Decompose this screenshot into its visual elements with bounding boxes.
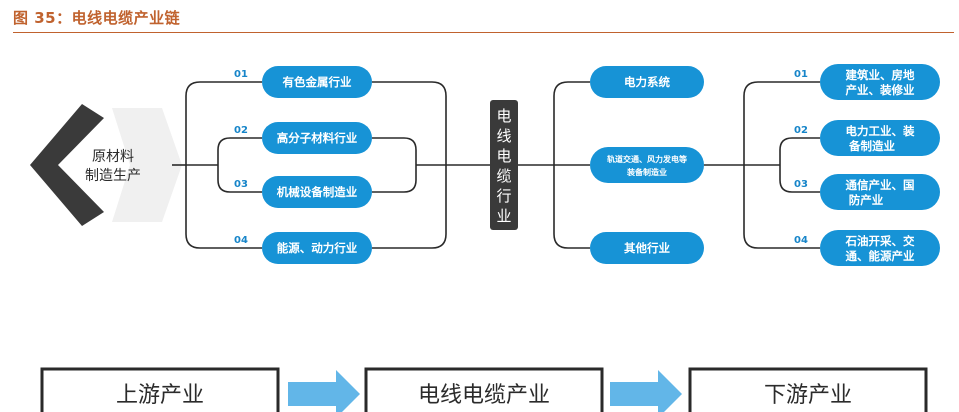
upstream-item-3: 03 机械设备制造业 [234,176,372,208]
stage-downstream-box [688,367,928,412]
arrow-right-icon [288,370,360,412]
downstream-label-2-line2: 备制造业 [848,139,895,153]
chevron-shape [30,104,104,226]
midstream-pill-3 [590,232,704,264]
source-label-line1: 原材料 [92,149,134,165]
downstream-pill-3 [820,174,940,210]
downstream-num-2: 02 [794,125,808,136]
downstream-item-2: 02 电力工业、装 备制造业 [794,120,940,156]
core-char-3: 电 [496,147,511,165]
chevron-backdrop [112,108,182,222]
upstream-pill-1 [262,66,372,98]
midstream-item-2: 轨道交通、风力发电等 装备制造业 [590,147,704,183]
downstream-label-1-line2: 产业、装修业 [846,83,915,97]
connector-upstream-4 [185,165,262,249]
connector-upstream-1 [185,81,262,165]
connector-upstream-merge-inner [372,137,417,193]
connector-upstream-2 [217,137,262,165]
upstream-num-3: 03 [234,179,248,190]
midstream-connectors [518,81,744,249]
downstream-item-3: 03 通信产业、国 防产业 [794,174,940,210]
stage-core-box [364,367,604,412]
downstream-pill-1 [820,64,940,100]
midstream-pill-2 [590,147,704,183]
figure-title: 图 35：电线电缆产业链 [13,9,181,27]
connector-downstream-inner [779,137,820,193]
downstream-label-2-line1: 电力工业、装 [846,124,915,138]
connector-midstream-branch [553,81,590,249]
upstream-label-3: 机械设备制造业 [277,185,358,199]
core-char-1: 电 [496,107,511,125]
midstream-label-2-line1: 轨道交通、风力发电等 [607,154,687,164]
downstream-label-4-line1: 石油开采、交 [845,234,915,248]
midstream-label-1: 电力系统 [624,75,670,89]
upstream-list: 01 有色金属行业 02 高分子材料行业 03 机械设备制造业 04 能源、动力… [234,66,372,264]
upstream-pill-2 [262,122,372,154]
core-char-4: 缆 [496,167,511,185]
core-industry-box [490,100,518,230]
midstream-label-3: 其他行业 [624,241,670,255]
downstream-label-1-line1: 建筑业、房地 [846,68,915,82]
core-char-2: 线 [496,127,511,145]
core-char-5: 行 [496,187,511,205]
downstream-num-1: 01 [794,69,808,80]
upstream-pill-3 [262,176,372,208]
upstream-num-4: 04 [234,235,248,246]
downstream-connectors [743,81,820,249]
stage-core-label: 电线电缆产业 [418,383,550,408]
downstream-label-3-line2: 防产业 [849,193,884,207]
downstream-label-4-line2: 通、能源产业 [846,249,915,263]
upstream-num-1: 01 [234,69,248,80]
midstream-label-2-line2: 装备制造业 [626,167,667,177]
downstream-item-4: 04 石油开采、交 通、能源产业 [794,230,940,266]
core-char-6: 业 [496,207,511,225]
downstream-list: 01 建筑业、房地 产业、装修业 02 电力工业、装 备制造业 03 通信产业、… [794,64,940,266]
upstream-item-1: 01 有色金属行业 [234,66,372,98]
upstream-label-4: 能源、动力行业 [277,241,358,255]
arrow-right-icon [610,370,682,412]
source-chevron: 原材料 制造生产 [30,104,182,226]
upstream-pill-4 [262,232,372,264]
downstream-pill-2 [820,120,940,156]
title-rule [13,32,954,33]
stage-upstream-label: 上游产业 [116,383,204,408]
core-industry: 电 线 电 缆 行 业 [490,100,518,230]
upstream-item-4: 04 能源、动力行业 [234,232,372,264]
midstream-pill-1 [590,66,704,98]
midstream-item-1: 电力系统 [590,66,704,98]
stage-downstream-label: 下游产业 [764,383,852,408]
midstream-list: 电力系统 轨道交通、风力发电等 装备制造业 其他行业 [590,66,704,264]
upstream-num-2: 02 [234,125,248,136]
upstream-item-2: 02 高分子材料行业 [234,122,372,154]
upstream-connectors [172,81,490,249]
upstream-label-1: 有色金属行业 [283,75,352,89]
downstream-pill-4 [820,230,940,266]
upstream-label-2: 高分子材料行业 [277,131,358,145]
downstream-num-3: 03 [794,179,808,190]
bottom-stages: 上游产业 电线电缆产业 下游产业 [40,367,928,412]
connector-upstream-3 [217,165,262,193]
downstream-num-4: 04 [794,235,808,246]
midstream-item-3: 其他行业 [590,232,704,264]
source-label-line2: 制造生产 [85,168,141,184]
stage-upstream-box [40,367,280,412]
downstream-item-1: 01 建筑业、房地 产业、装修业 [794,64,940,100]
downstream-label-3-line1: 通信产业、国 [846,178,915,192]
